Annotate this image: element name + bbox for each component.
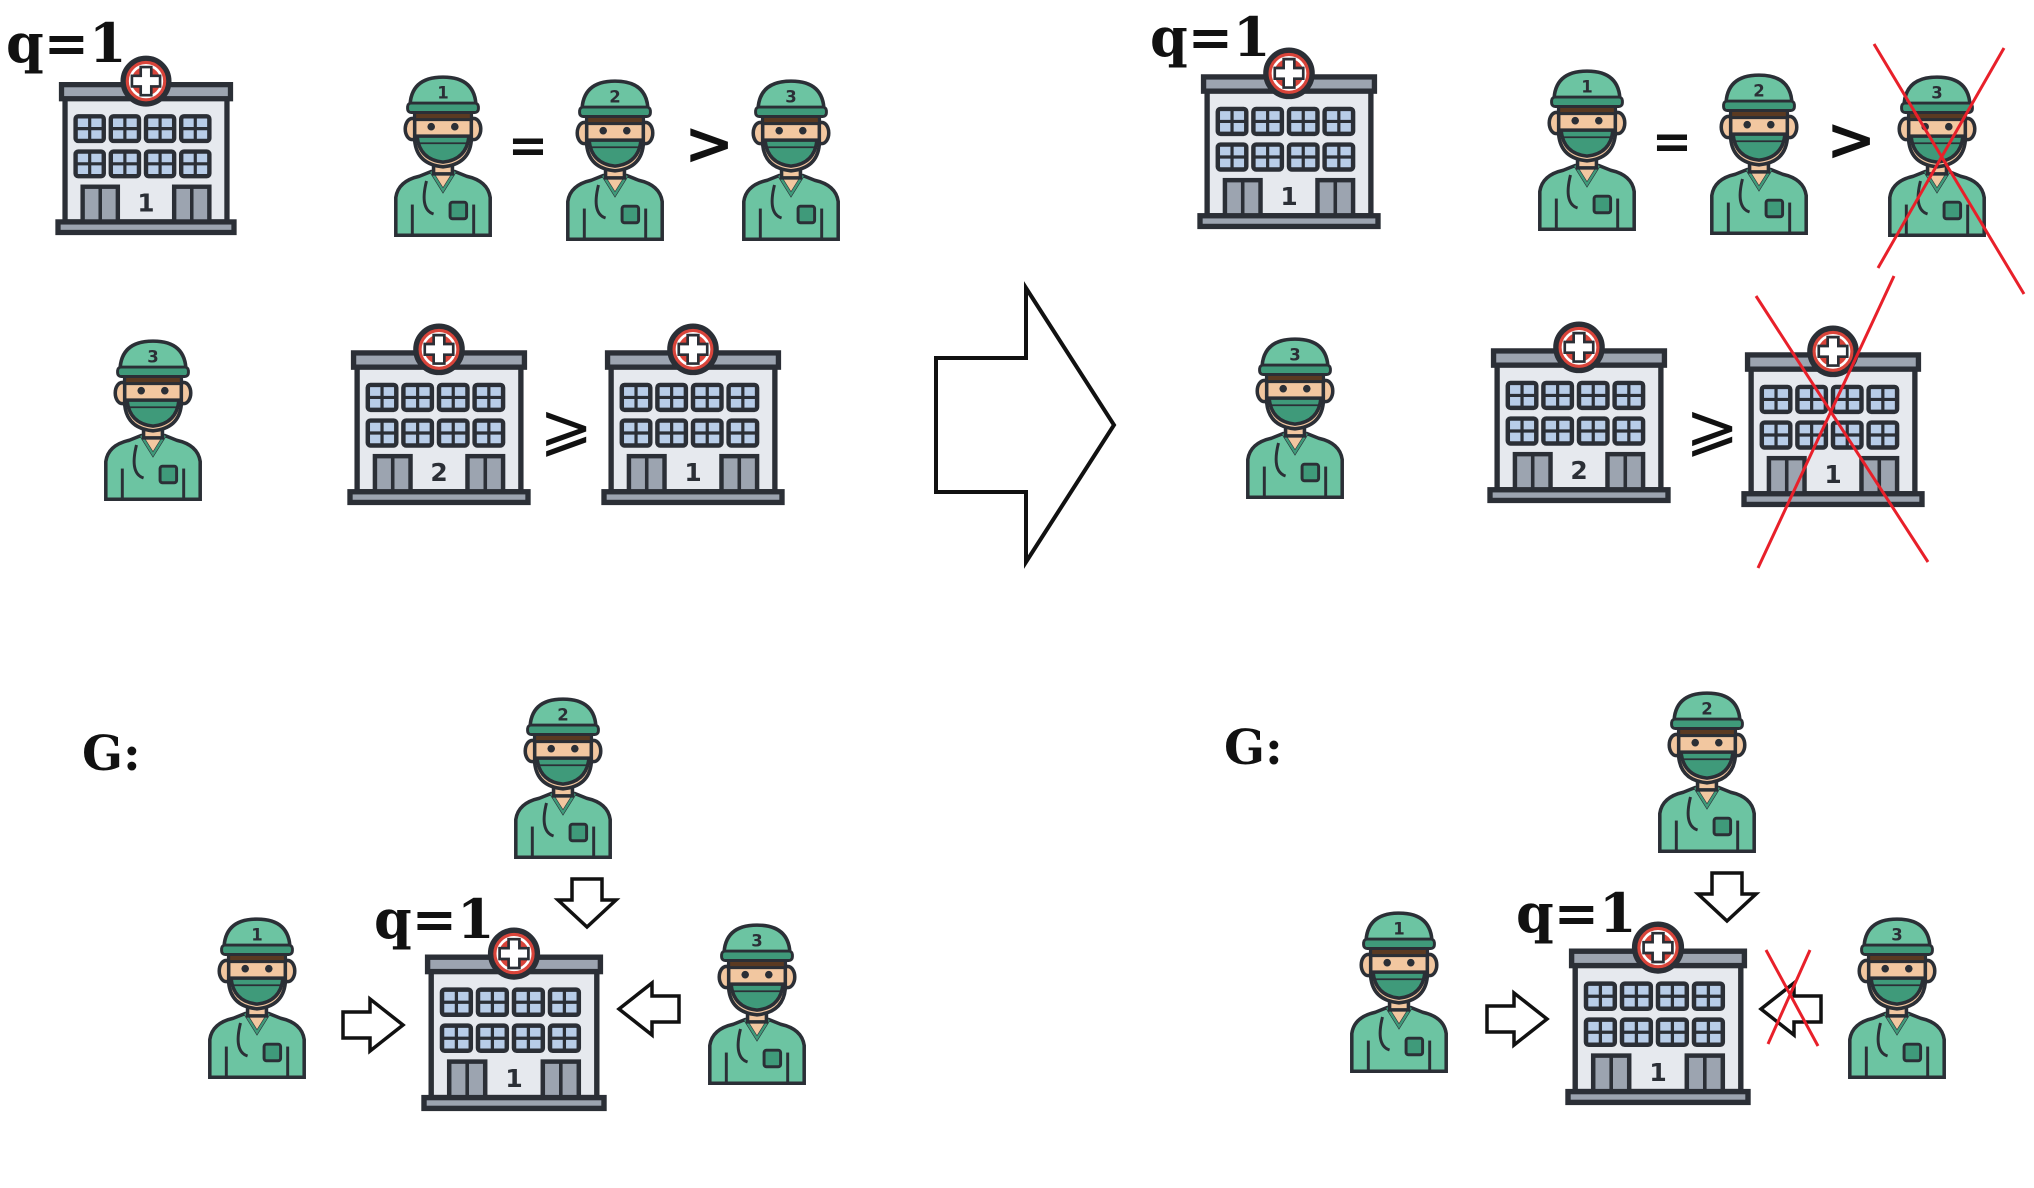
- doctor-icon: 3: [742, 79, 840, 242]
- doctor-icon: 1: [208, 917, 306, 1080]
- equal-sign: =: [507, 118, 549, 174]
- doctor-number: 1: [251, 925, 262, 944]
- hospital-icon: 1: [1197, 47, 1381, 230]
- red-x-icon: [1754, 275, 1930, 569]
- doctor-number: 2: [609, 87, 620, 106]
- doctor-icon: 3: [708, 923, 806, 1086]
- doctor-number: 2: [557, 705, 568, 724]
- hollow-arrow-icon: [1485, 989, 1550, 1049]
- doctor-cap: [1862, 917, 1932, 952]
- red-x-icon: [1872, 43, 2026, 295]
- graph-label: G:: [82, 726, 141, 782]
- doctor-icon: 3: [1848, 917, 1946, 1080]
- hollow-arrow-icon: [616, 979, 681, 1039]
- doctor-cap: [1552, 69, 1622, 104]
- hospital-number: 1: [1280, 182, 1297, 211]
- hospital-icon: 1: [1565, 921, 1751, 1106]
- hospital-icon: 1: [55, 55, 237, 236]
- doctor-icon: 2: [1658, 691, 1756, 854]
- greater-sign: >: [1826, 105, 1877, 175]
- doctor-number: 3: [1289, 345, 1300, 364]
- doctor-number: 3: [751, 931, 762, 950]
- doctor-icon: 1: [1538, 69, 1636, 232]
- hollow-arrow-icon: [553, 877, 621, 930]
- hollow-arrow-icon: [1693, 871, 1761, 924]
- doctor-cap: [722, 923, 792, 958]
- doctor-cap: [1364, 911, 1434, 946]
- doctor-icon: 2: [566, 79, 664, 242]
- hospital-number: 1: [1649, 1058, 1667, 1087]
- greater-sign: >: [684, 109, 735, 179]
- doctor-number: 1: [1581, 77, 1592, 96]
- doctor-cap: [1672, 691, 1742, 726]
- doctor-cap: [408, 75, 478, 110]
- doctor-icon: 1: [394, 75, 492, 238]
- hospital-capacity-label: q=1: [1150, 5, 1271, 69]
- doctor-cap: [756, 79, 826, 114]
- doctor-number: 2: [1753, 81, 1764, 100]
- doctor-icon: 3: [104, 339, 202, 502]
- hospital-icon: 2: [1487, 321, 1671, 504]
- doctor-cap: [528, 697, 598, 732]
- doctor-cap: [1724, 73, 1794, 108]
- hollow-arrow-icon: [341, 995, 406, 1055]
- hospital-icon: 2: [347, 323, 531, 506]
- hospital-number: 1: [137, 188, 154, 217]
- doctor-number: 2: [1701, 699, 1712, 718]
- doctor-cap: [1260, 337, 1330, 372]
- doctor-icon: 1: [1350, 911, 1448, 1074]
- doctor-number: 3: [1891, 925, 1902, 944]
- hospital-capacity-label: q=1: [6, 11, 127, 75]
- doctor-number: 3: [147, 347, 158, 366]
- greater-equal-sign: ⩾: [539, 391, 593, 465]
- doctor-number: 1: [1393, 919, 1404, 938]
- red-x-icon: [1764, 949, 1820, 1047]
- equal-sign: =: [1651, 114, 1693, 170]
- doctor-number: 3: [1931, 83, 1942, 102]
- greater-equal-sign: ⩾: [1685, 391, 1739, 465]
- hospital-number: 1: [1824, 460, 1841, 489]
- hospital-number: 2: [430, 458, 447, 487]
- doctor-icon: 3: [1246, 337, 1344, 500]
- hospital-number: 2: [1570, 456, 1587, 485]
- doctor-number: 3: [785, 87, 796, 106]
- doctor-icon: 2: [1710, 73, 1808, 236]
- hospital-icon: 1: [421, 927, 607, 1112]
- hospital-number: 1: [505, 1064, 523, 1093]
- hospital-number: 1: [684, 458, 701, 487]
- doctor-cap: [1902, 75, 1972, 110]
- hospital-icon: 1: [1741, 325, 1925, 508]
- hospital-icon: 1: [601, 323, 785, 506]
- doctor-icon: 2: [514, 697, 612, 860]
- graph-label: G:: [1224, 720, 1283, 776]
- big-arrow-icon: [934, 281, 1117, 569]
- doctor-cap: [580, 79, 650, 114]
- doctor-number: 1: [437, 83, 448, 102]
- hospital-capacity-label: q=1: [1516, 881, 1637, 945]
- doctor-cap: [118, 339, 188, 374]
- hospital-capacity-label: q=1: [374, 887, 495, 951]
- doctor-cap: [222, 917, 292, 952]
